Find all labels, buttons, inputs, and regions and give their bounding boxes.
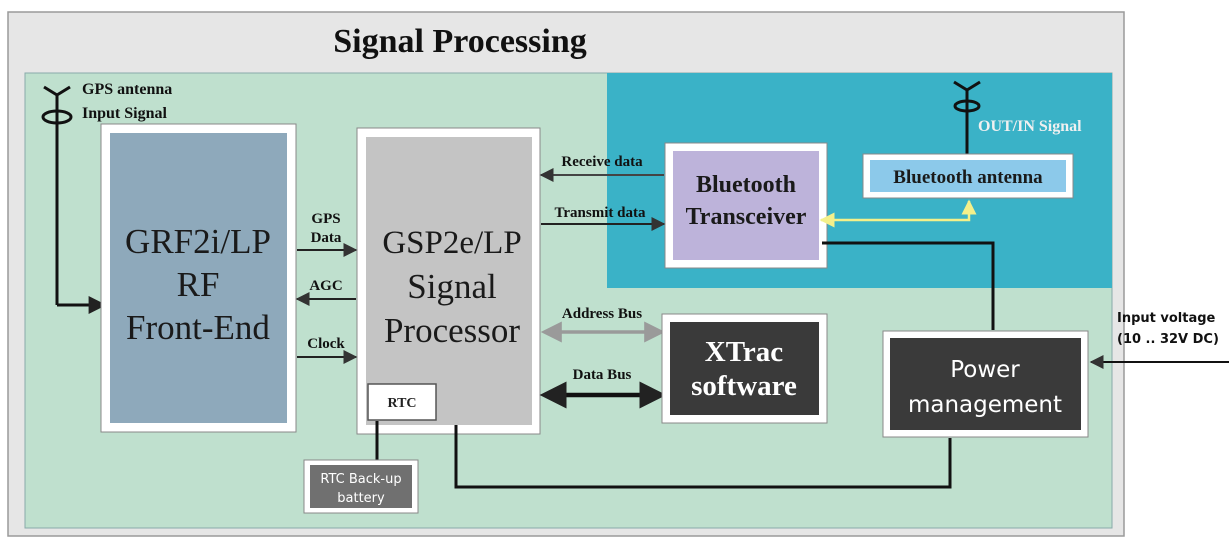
receive-data-label: Receive data (561, 154, 643, 170)
power-line2: management (908, 392, 1062, 418)
power-to-transceiver-wire (822, 241, 995, 330)
processor-line3: Processor (384, 311, 520, 350)
input-voltage-label-2: (10 .. 32V DC) (1117, 332, 1219, 347)
processor-line1: GSP2e/LP (382, 225, 521, 261)
out-in-signal-label: OUT/IN Signal (978, 118, 1082, 135)
clock-label: Clock (307, 336, 345, 352)
gps-input-signal-label: Input Signal (82, 105, 167, 122)
bluetooth-transceiver-block: Bluetooth Transceiver (664, 142, 828, 269)
xtrac-line1: XTrac (705, 336, 784, 368)
rf-line2: RF (177, 265, 220, 304)
battery-line2: battery (337, 491, 385, 506)
battery-line1: RTC Back-up (320, 472, 401, 487)
xtrac-line2: software (691, 370, 797, 402)
input-voltage-label-1: Input voltage (1117, 311, 1216, 326)
rtc-label: RTC (387, 396, 416, 411)
bt-transceiver-line2: Transceiver (686, 204, 807, 230)
address-bus-label: Address Bus (562, 306, 642, 322)
bt-transceiver-line1: Bluetooth (696, 172, 796, 198)
rf-line1: GRF2i/LP (125, 222, 271, 261)
transceiver-antenna-link (819, 199, 977, 228)
power-line1: Power (950, 357, 1020, 383)
rf-front-end-block: GRF2i/LP RF Front-End (100, 123, 297, 433)
signal-processor-block: GSP2e/LP Signal Processor (356, 127, 541, 435)
gps-antenna-icon (41, 85, 73, 305)
gps-data-label-2: Data (311, 230, 342, 246)
gps-antenna-label: GPS antenna (82, 81, 172, 98)
bluetooth-antenna-block: Bluetooth antenna (862, 153, 1074, 199)
xtrac-software-block: XTrac software (661, 313, 828, 424)
agc-label: AGC (309, 278, 342, 294)
data-bus-label: Data Bus (573, 367, 632, 383)
diagram-title: Signal Processing (333, 23, 586, 60)
power-to-processor-wire (454, 425, 952, 489)
transmit-data-label: Transmit data (555, 205, 646, 221)
bluetooth-antenna-icon (953, 80, 981, 155)
rtc-block: RTC (367, 383, 437, 421)
bluetooth-antenna-label: Bluetooth antenna (893, 167, 1043, 188)
rtc-backup-battery-block: RTC Back-up battery (303, 459, 419, 514)
gps-data-label-1: GPS (311, 211, 340, 227)
rf-line3: Front-End (126, 308, 270, 347)
power-management-block: Power management (882, 330, 1089, 438)
processor-line2: Signal (407, 267, 497, 306)
